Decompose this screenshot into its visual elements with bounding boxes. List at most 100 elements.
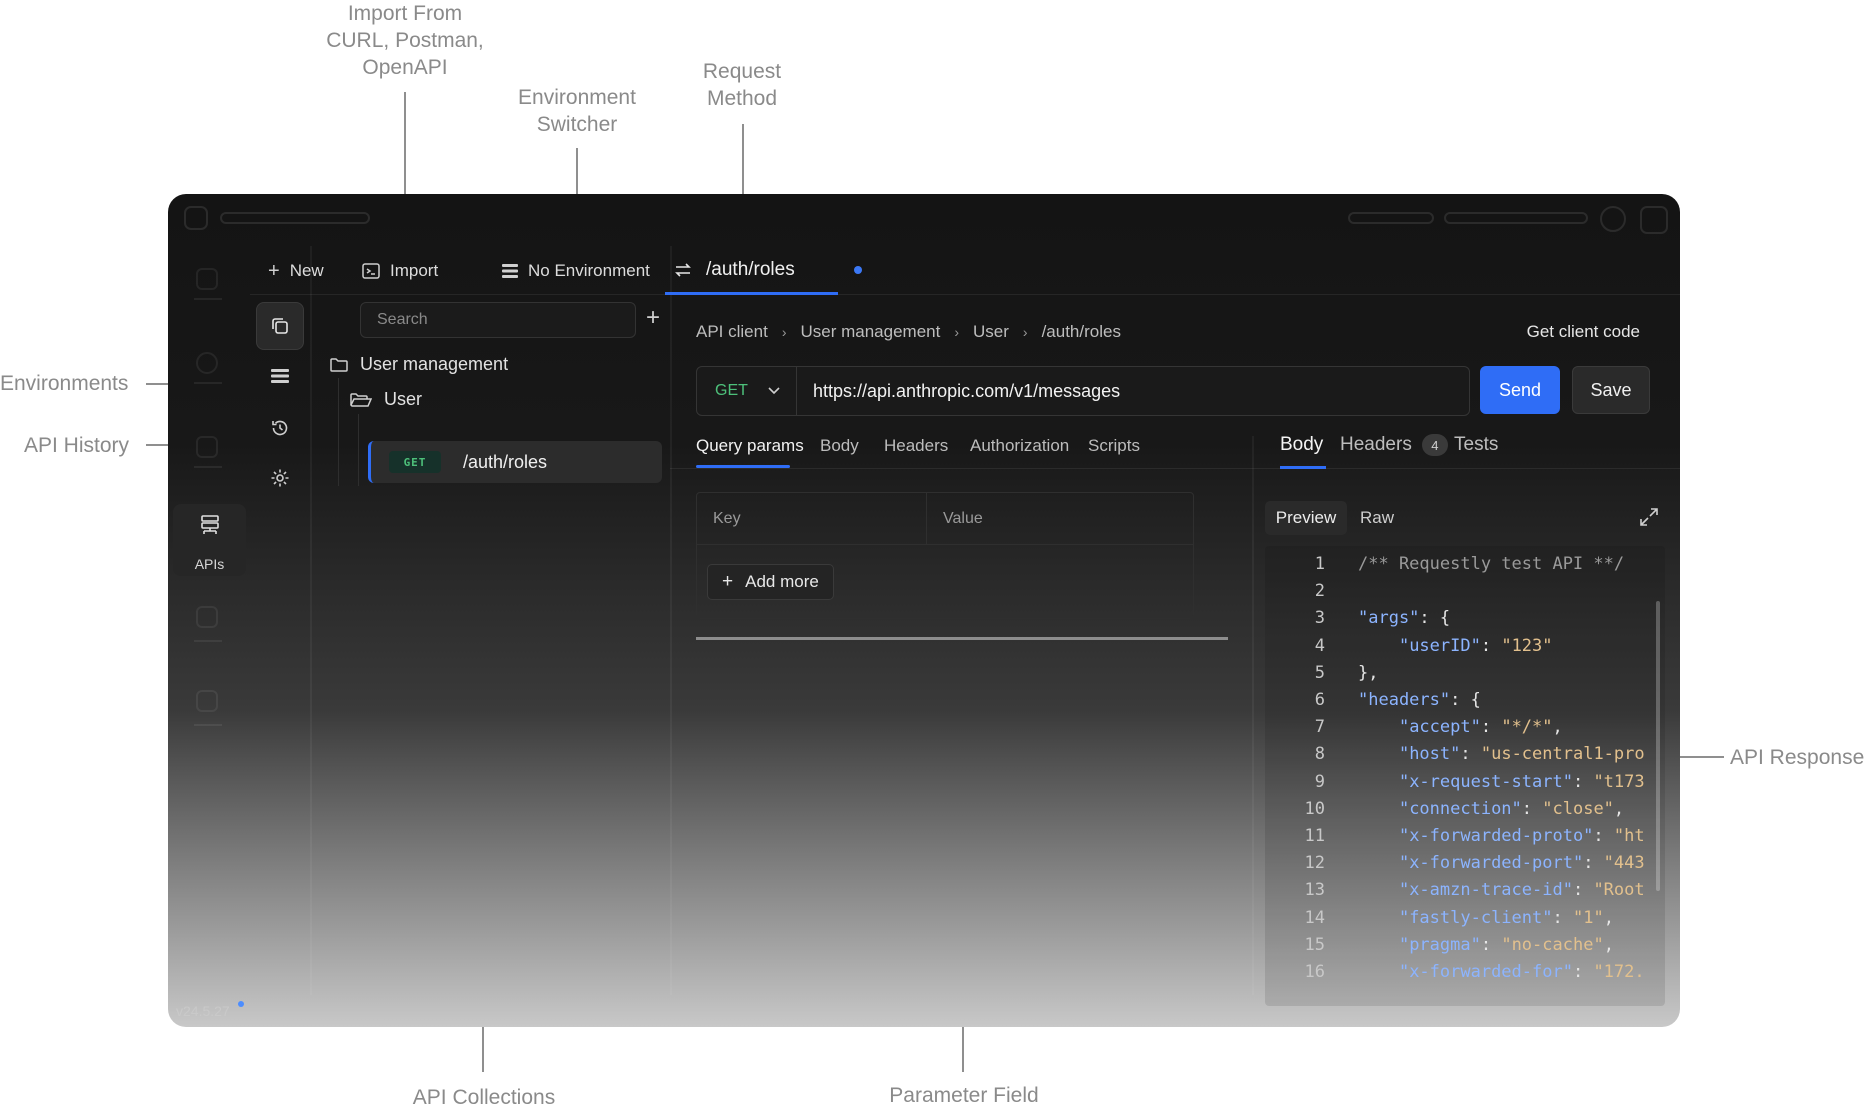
new-label: New bbox=[290, 261, 324, 281]
tab-headers[interactable]: Headers bbox=[884, 436, 948, 456]
breadcrumb-item[interactable]: /auth/roles bbox=[1042, 322, 1121, 342]
code-token: , bbox=[1553, 717, 1563, 737]
history-tab-button[interactable] bbox=[256, 404, 304, 452]
title-placeholder bbox=[220, 212, 370, 224]
tab-request-auth-roles[interactable]: /auth/roles bbox=[666, 246, 795, 294]
active-tab-indicator bbox=[696, 465, 790, 468]
tab-body[interactable]: Body bbox=[820, 436, 859, 456]
tab-scripts[interactable]: Scripts bbox=[1088, 436, 1140, 456]
key-column-header[interactable]: Key bbox=[697, 493, 927, 544]
code-text: /** Requestly test API **/ bbox=[1358, 554, 1624, 574]
new-button[interactable]: + New bbox=[268, 258, 324, 284]
app-main: + New Import No Environment bbox=[250, 246, 1680, 995]
code-text: "x-amzn-trace-id": "Root bbox=[1358, 880, 1645, 900]
titlebar-placeholder-circle bbox=[1600, 206, 1626, 232]
tab-response-headers[interactable]: Headers 4 bbox=[1340, 434, 1448, 456]
code-token: : bbox=[1460, 744, 1480, 764]
environments-tab-button[interactable] bbox=[256, 352, 304, 400]
annotation-api-collections-line bbox=[482, 1024, 484, 1072]
breadcrumb-item[interactable]: User bbox=[973, 322, 1009, 342]
code-line: 9 "x-request-start": "t173 bbox=[1265, 772, 1325, 799]
breadcrumb: API client › User management › User › /a… bbox=[696, 322, 1121, 342]
add-more-button[interactable]: + Add more bbox=[707, 564, 834, 600]
code-token bbox=[1358, 772, 1399, 792]
code-token: , bbox=[1614, 799, 1624, 819]
divider bbox=[310, 246, 312, 995]
tab-response-tests[interactable]: Tests bbox=[1454, 434, 1498, 456]
tree-folder-user[interactable]: User bbox=[350, 389, 422, 410]
add-collection-button[interactable]: + bbox=[646, 306, 660, 330]
method-select[interactable]: GET bbox=[697, 367, 797, 415]
home-icon[interactable] bbox=[196, 268, 218, 290]
raw-toggle[interactable]: Raw bbox=[1360, 508, 1394, 528]
tab-response-body[interactable]: Body bbox=[1280, 434, 1323, 456]
history-icon bbox=[270, 418, 290, 438]
tree-folder-user-management[interactable]: User management bbox=[330, 354, 508, 375]
expand-icon[interactable] bbox=[1638, 506, 1660, 528]
preview-toggle[interactable]: Preview bbox=[1265, 501, 1347, 535]
code-token: , bbox=[1604, 908, 1614, 928]
code-line: 7 "accept": "*/*", bbox=[1265, 717, 1325, 744]
rail-item-apis[interactable]: APIs bbox=[173, 504, 246, 576]
code-text: "connection": "close", bbox=[1358, 799, 1624, 819]
rail-ghost-icon[interactable] bbox=[196, 606, 218, 628]
response-scrollbar[interactable] bbox=[1656, 601, 1660, 891]
line-number: 9 bbox=[1265, 772, 1325, 799]
line-number: 11 bbox=[1265, 826, 1325, 853]
method-value: GET bbox=[715, 382, 748, 400]
code-line: 3"args": { bbox=[1265, 608, 1325, 635]
collections-tab-button[interactable] bbox=[256, 302, 304, 350]
line-number: 16 bbox=[1265, 962, 1325, 989]
value-column-header[interactable]: Value bbox=[927, 493, 983, 544]
url-input[interactable]: https://api.anthropic.com/v1/messages bbox=[797, 381, 1120, 402]
code-token: : bbox=[1583, 853, 1603, 873]
code-token: "accept" bbox=[1399, 717, 1481, 737]
code-token: "fastly-client" bbox=[1399, 908, 1553, 928]
code-token bbox=[1358, 908, 1399, 928]
send-button[interactable]: Send bbox=[1480, 366, 1560, 414]
add-more-label: Add more bbox=[745, 572, 819, 592]
tab-query-params[interactable]: Query params bbox=[696, 436, 804, 456]
get-client-code-button[interactable]: Get client code bbox=[1527, 322, 1640, 342]
annotation-import: Import From CURL, Postman, OpenAPI bbox=[319, 0, 491, 81]
tab-authorization[interactable]: Authorization bbox=[970, 436, 1069, 456]
code-token: : bbox=[1593, 826, 1613, 846]
code-line: 5}, bbox=[1265, 663, 1325, 690]
rail-ghost-icon[interactable] bbox=[196, 436, 218, 458]
rail-ghost-icon[interactable] bbox=[196, 690, 218, 712]
annotation-api-response: API Response bbox=[1730, 744, 1864, 771]
environment-switcher[interactable]: No Environment bbox=[502, 258, 650, 284]
code-token: "args" bbox=[1358, 608, 1419, 628]
save-button[interactable]: Save bbox=[1572, 366, 1650, 414]
code-line: 15 "pragma": "no-cache", bbox=[1265, 935, 1325, 962]
code-token: "host" bbox=[1399, 744, 1460, 764]
gear-icon bbox=[270, 468, 290, 488]
folder-label: User management bbox=[360, 354, 508, 375]
active-tab-indicator bbox=[665, 292, 838, 295]
code-token: }, bbox=[1358, 663, 1378, 683]
breadcrumb-item[interactable]: API client bbox=[696, 322, 768, 342]
code-line: 8 "host": "us-central1-pro bbox=[1265, 744, 1325, 771]
code-line: 14 "fastly-client": "1", bbox=[1265, 908, 1325, 935]
line-number: 1 bbox=[1265, 554, 1325, 581]
code-token: : { bbox=[1419, 608, 1450, 628]
code-token bbox=[1358, 636, 1399, 656]
code-token: "userID" bbox=[1399, 636, 1481, 656]
tab-response-tests-label: Tests bbox=[1454, 434, 1498, 456]
import-button[interactable]: Import bbox=[362, 258, 438, 284]
code-text: "host": "us-central1-pro bbox=[1358, 744, 1645, 764]
code-line: 6"headers": { bbox=[1265, 690, 1325, 717]
code-text: "x-request-start": "t173 bbox=[1358, 772, 1645, 792]
code-token: "ht bbox=[1614, 826, 1645, 846]
globe-icon[interactable] bbox=[196, 352, 218, 374]
settings-button[interactable] bbox=[256, 454, 304, 502]
breadcrumb-item[interactable]: User management bbox=[800, 322, 940, 342]
headers-count-badge: 4 bbox=[1422, 434, 1448, 456]
code-token: "443 bbox=[1604, 853, 1645, 873]
tree-request-auth-roles[interactable]: GET /auth/roles bbox=[368, 441, 662, 483]
app-window: APIs v24.5.27 + New Import bbox=[168, 194, 1680, 1027]
search-input[interactable]: Search bbox=[360, 302, 636, 338]
code-token: "123" bbox=[1501, 636, 1552, 656]
annotation-parameter-field: Parameter Field bbox=[872, 1082, 1056, 1109]
response-code-viewer[interactable]: 1/** Requestly test API **/23"args": {4 … bbox=[1265, 546, 1665, 1006]
